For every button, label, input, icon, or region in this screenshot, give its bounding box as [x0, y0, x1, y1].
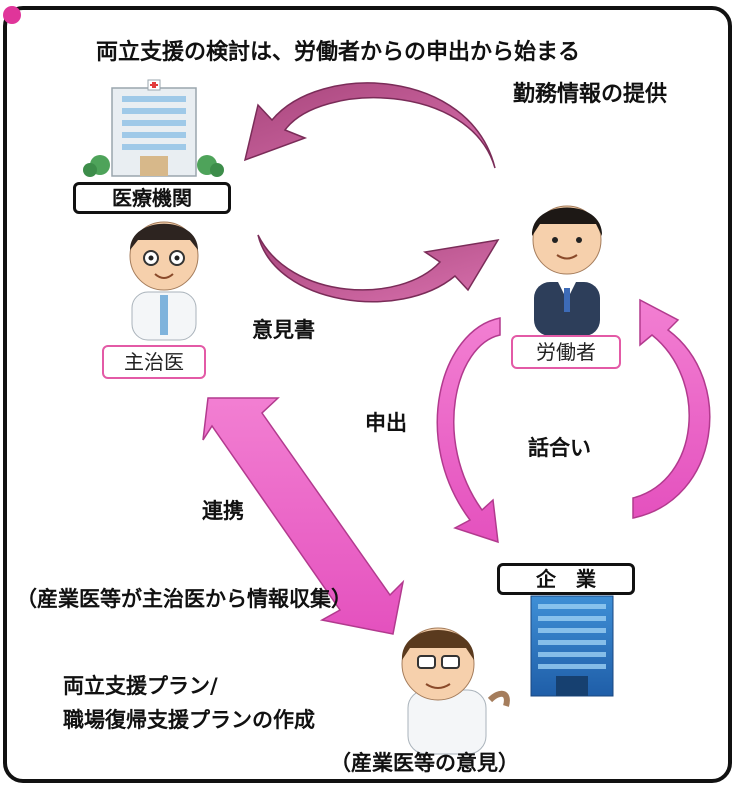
plan-label-line1: 両立支援プラン/ — [63, 674, 218, 698]
opinion-arrow — [257, 234, 500, 303]
occupational-opinion-label: （産業医等の意見） — [330, 751, 519, 775]
occupational-doctor-figure — [401, 627, 510, 755]
request-label: 申出 — [365, 411, 407, 435]
plan-label-line2: 職場復帰支援プランの作成 — [63, 708, 315, 732]
corner-dot — [3, 6, 21, 24]
attending-doctor-figure — [129, 221, 199, 341]
worker-figure — [531, 205, 603, 336]
info-collection-label: （産業医等が主治医から情報収集） — [16, 587, 352, 611]
worker-box: 労働者 — [511, 335, 621, 369]
work-info-label: 勤務情報の提供 — [513, 82, 668, 107]
request-arrow — [436, 317, 501, 544]
discussion-arrow — [632, 298, 711, 519]
coordination-label: 連携 — [202, 499, 244, 523]
diagram-title: 両立支援の検討は、労働者からの申出から始まる — [96, 40, 581, 65]
info-provision-arrow — [243, 82, 496, 169]
medical-institution-box: 医療機関 — [73, 182, 231, 214]
hospital-building — [83, 79, 224, 177]
discussion-label: 話合い — [528, 436, 591, 460]
opinion-label: 意見書 — [252, 318, 315, 342]
company-box: 企 業 — [497, 563, 635, 595]
coordination-arrow — [202, 397, 405, 635]
attending-doctor-box: 主治医 — [102, 345, 206, 379]
company-building — [530, 595, 614, 697]
